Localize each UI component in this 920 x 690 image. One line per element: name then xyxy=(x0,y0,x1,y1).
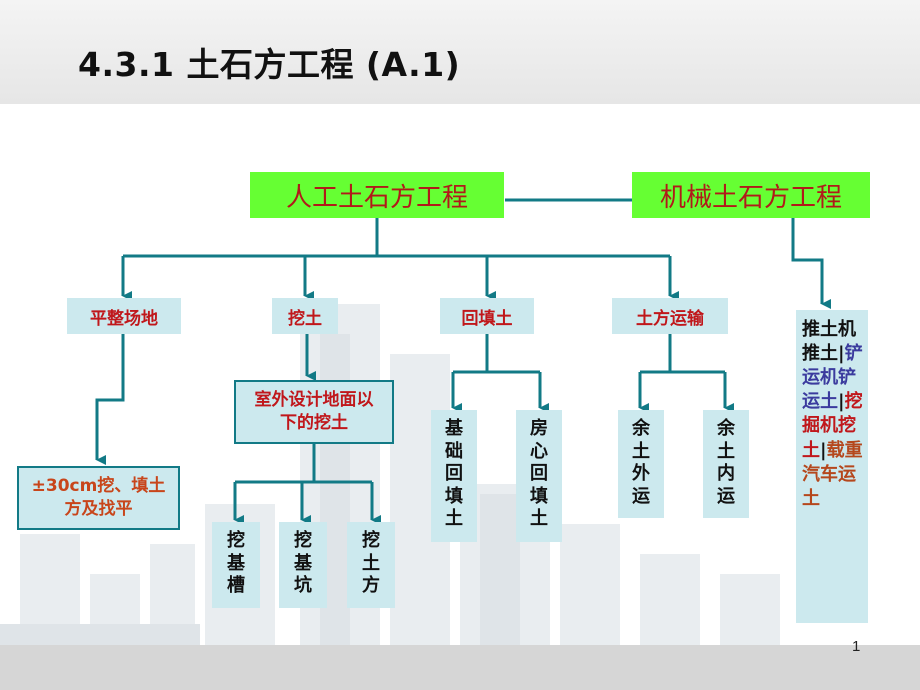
backfill-item-foundation-label: 基础回填土 xyxy=(445,418,463,529)
backfill-item-foundation: 基础回填土 xyxy=(431,410,477,542)
transport-item-export: 余土外运 xyxy=(618,410,664,518)
machine-truck: 载重汽车运土 xyxy=(802,439,863,509)
transport-item-internal-label: 余土内运 xyxy=(717,418,735,507)
category-excavation: 挖土 xyxy=(272,298,338,334)
page-number: 1 xyxy=(852,638,861,655)
machine-separator-1: | xyxy=(838,343,845,365)
machine-scraper: 铲运机铲运土 xyxy=(802,343,863,413)
manual-earthwork-label: 人工土石方工程 xyxy=(285,182,468,213)
machine-separator-3: | xyxy=(820,439,827,461)
excavation-item-trench-label: 挖基槽 xyxy=(227,530,245,596)
arrow-to-machine-list xyxy=(791,218,831,309)
excavation-item-pit: 挖基坑 xyxy=(279,522,327,608)
category-transport-label: 土方运输 xyxy=(636,308,704,329)
excavation-detail-box: 室外设计地面以下的挖土 xyxy=(234,380,394,444)
header-band xyxy=(0,0,920,104)
machine-bulldozer: 推土机推土 xyxy=(802,319,856,365)
mechanical-earthwork-label: 机械土石方工程 xyxy=(659,182,842,213)
excavation-item-trench: 挖基槽 xyxy=(212,522,260,608)
category-excavation-label: 挖土 xyxy=(288,308,322,329)
category-backfill: 回填土 xyxy=(440,298,534,334)
backfill-item-room: 房心回填土 xyxy=(516,410,562,542)
floor-band xyxy=(0,645,920,690)
leveling-detail-label: ±30cm挖、填土方及找平 xyxy=(31,476,166,519)
mechanical-earthwork-box: 机械土石方工程 xyxy=(632,172,870,218)
backfill-item-room-label: 房心回填土 xyxy=(530,418,548,529)
machine-excavator: 挖掘机挖土 xyxy=(802,391,863,461)
category-transport: 土方运输 xyxy=(612,298,728,334)
excavation-item-pit-label: 挖基坑 xyxy=(294,530,312,596)
manual-earthwork-box: 人工土石方工程 xyxy=(250,172,504,218)
excavation-item-earthwork-label: 挖土方 xyxy=(362,530,380,596)
machine-separator-2: | xyxy=(838,391,845,413)
page-title: 4.3.1 土石方工程 (A.1) xyxy=(78,45,461,84)
machine-list-box: 推土机推土|铲运机铲运土|挖掘机挖土|载重汽车运土 xyxy=(796,310,868,623)
excavation-detail-label: 室外设计地面以下的挖土 xyxy=(254,390,374,433)
leveling-detail-box: ±30cm挖、填土方及找平 xyxy=(17,466,180,530)
category-leveling-label: 平整场地 xyxy=(90,308,158,329)
transport-item-export-label: 余土外运 xyxy=(632,418,650,507)
arrow-to-leveling-detail xyxy=(95,334,125,465)
excavation-item-earthwork: 挖土方 xyxy=(347,522,395,608)
category-leveling: 平整场地 xyxy=(67,298,181,334)
category-backfill-label: 回填土 xyxy=(461,308,513,329)
transport-item-internal: 余土内运 xyxy=(703,410,749,518)
